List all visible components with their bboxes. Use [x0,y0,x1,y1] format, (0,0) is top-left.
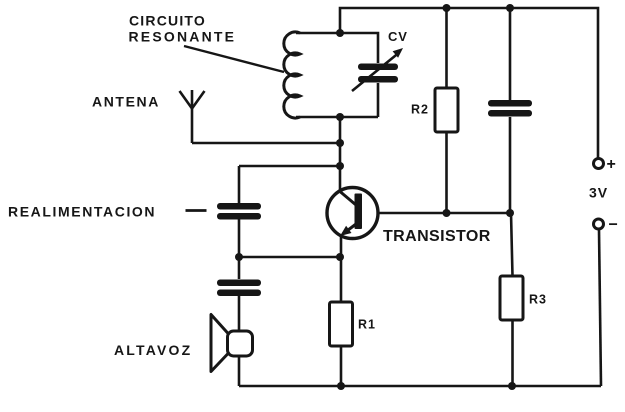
resistor-r2-body [433,86,460,134]
antenna-arms [178,90,206,111]
label-antenna: ANTENA [92,94,160,110]
label-resonant-circuit-line2: RESONANTE [129,29,237,45]
variable-capacitor-icon [351,48,403,93]
speaker-driver-box [226,329,254,358]
cv-arrow-shaft [351,52,399,93]
labels: CIRCUITO RESONANTE ANTENA REALIMENTACION… [8,13,618,359]
junction-dot [336,139,344,147]
transistor-collector [339,190,357,207]
battery-terminals [592,157,605,231]
resistor-r3-body [498,274,525,322]
cap-plate [217,203,261,210]
cv-plate-top [358,63,398,70]
transistor-base-bar [354,193,362,229]
coupling-capacitor-icon [217,279,261,296]
junction-dot [235,253,243,261]
resistor-r1-body [328,300,354,348]
junction-dot [506,4,514,12]
junction-dot [442,209,451,217]
bypass-capacitor-icon [488,100,532,117]
resonant-tank [282,30,403,120]
inductor-coil-icon [282,30,304,120]
antenna-icon [178,90,206,143]
label-transistor: TRANSISTOR [383,228,491,245]
label-resistor-r1: R1 [358,318,376,332]
label-resonant-circuit-line1: CIRCUITO [129,13,206,29]
battery-negative-terminal-icon [592,217,605,231]
feedback-capacitor-icon [217,203,261,220]
wires [192,6,603,388]
battery-positive-terminal-icon [592,157,605,170]
transistor-circle [325,185,380,241]
junction-dot [336,29,344,37]
resonant-circuit-leader-line [183,44,285,74]
cap-plate [217,279,261,286]
junction-dots [235,4,516,390]
label-battery-voltage: 3V [589,185,608,201]
wire-top-rail [338,6,600,158]
label-speaker: ALTAVOZ [114,342,192,358]
cap-plate [217,289,261,296]
npn-transistor-icon [325,185,380,241]
wire-battery-minus-lead [597,229,603,387]
junction-dot [442,4,451,12]
junction-dot [506,209,514,217]
label-battery-plus: + [607,156,616,173]
label-battery-minus: − [609,217,618,234]
transistor-emitter-arrowhead [340,225,352,236]
wire-r3-leads [509,212,514,386]
cap-plate [488,100,532,107]
cap-plate [488,110,532,117]
junction-dot [336,162,344,170]
label-variable-capacitor: CV [388,29,408,44]
transistor-emitter [346,222,357,232]
label-feedback: REALIMENTACION [8,204,156,220]
junction-dot [337,382,345,390]
speaker-icon [209,313,254,373]
junction-dot [508,382,516,390]
cv-arrowhead [392,48,403,58]
label-resistor-r2: R2 [411,103,429,117]
junction-dot [336,253,344,261]
junction-dot [336,113,344,121]
wire-feedback-branch [237,164,340,386]
wire-tank-loop [296,31,380,119]
label-resistor-r3: R3 [529,293,547,307]
cap-plate [217,213,261,220]
